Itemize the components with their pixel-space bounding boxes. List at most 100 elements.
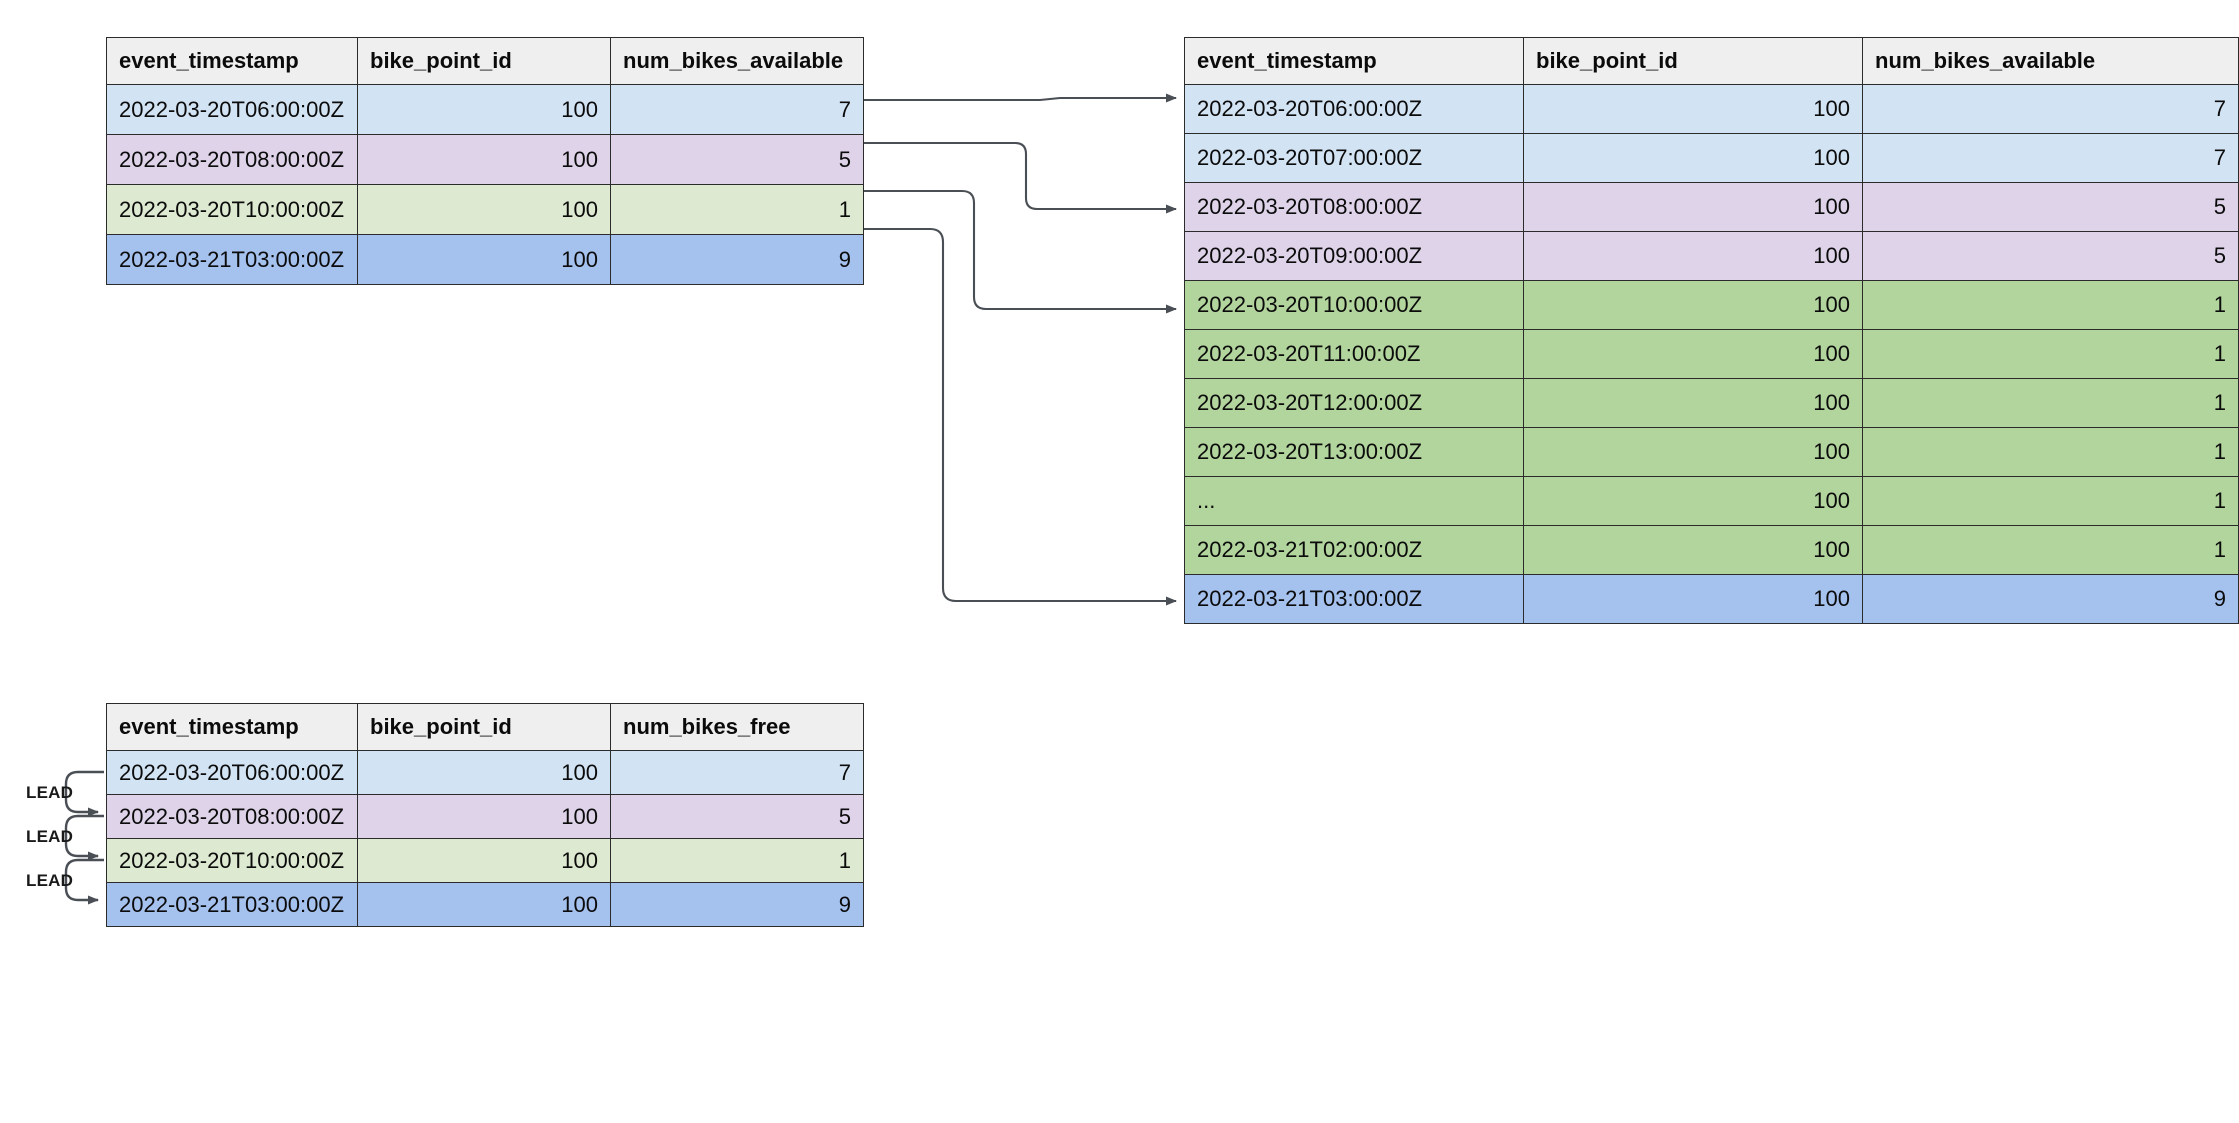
- cell-bike-point-id: 100: [1523, 476, 1863, 526]
- cell-event-timestamp: 2022-03-20T11:00:00Z: [1184, 329, 1524, 379]
- cell-num-bikes-available: 1: [1862, 329, 2239, 379]
- expanded-table: event_timestamp bike_point_id num_bikes_…: [1184, 37, 2239, 624]
- cell-event-timestamp: 2022-03-20T10:00:00Z: [106, 184, 358, 235]
- cell-event-timestamp: 2022-03-20T10:00:00Z: [106, 838, 358, 883]
- cell-bike-point-id: 100: [1523, 84, 1863, 134]
- cell-bike-point-id: 100: [1523, 329, 1863, 379]
- cell-event-timestamp: 2022-03-21T03:00:00Z: [106, 234, 358, 285]
- source-table: event_timestamp bike_point_id num_bikes_…: [106, 37, 864, 285]
- cell-event-timestamp: 2022-03-20T13:00:00Z: [1184, 427, 1524, 477]
- cell-event-timestamp: 2022-03-21T03:00:00Z: [106, 882, 358, 927]
- column-header-event-timestamp: event_timestamp: [1184, 37, 1524, 85]
- column-header-bike-point-id: bike_point_id: [357, 37, 611, 85]
- cell-bike-point-id: 100: [1523, 280, 1863, 330]
- cell-num-bikes-available: 1: [1862, 476, 2239, 526]
- cell-num-bikes-free: 9: [610, 882, 864, 927]
- cell-bike-point-id: 100: [357, 794, 611, 839]
- column-header-bike-point-id: bike_point_id: [357, 703, 611, 751]
- cell-event-timestamp: 2022-03-20T12:00:00Z: [1184, 378, 1524, 428]
- cell-num-bikes-available: 7: [1862, 133, 2239, 183]
- lead-label-1: LEAD: [26, 783, 74, 802]
- cell-event-timestamp: ...: [1184, 476, 1524, 526]
- lead-label-2: LEAD: [26, 827, 74, 846]
- column-header-event-timestamp: event_timestamp: [106, 37, 358, 85]
- cell-bike-point-id: 100: [1523, 133, 1863, 183]
- cell-num-bikes-available: 5: [610, 134, 864, 185]
- cell-event-timestamp: 2022-03-20T06:00:00Z: [1184, 84, 1524, 134]
- cell-bike-point-id: 100: [1523, 182, 1863, 232]
- column-header-num-bikes-available: num_bikes_available: [610, 37, 864, 85]
- column-header-num-bikes-available: num_bikes_available: [1862, 37, 2239, 85]
- cell-event-timestamp: 2022-03-20T09:00:00Z: [1184, 231, 1524, 281]
- cell-bike-point-id: 100: [357, 838, 611, 883]
- connector-row2: [863, 141, 1177, 214]
- column-header-num-bikes-free: num_bikes_free: [610, 703, 864, 751]
- cell-num-bikes-available: 9: [610, 234, 864, 285]
- lead-table: event_timestamp bike_point_id num_bikes_…: [106, 703, 864, 927]
- cell-num-bikes-free: 1: [610, 838, 864, 883]
- column-header-bike-point-id: bike_point_id: [1523, 37, 1863, 85]
- cell-bike-point-id: 100: [1523, 574, 1863, 624]
- connector-row4: [863, 227, 1177, 606]
- cell-bike-point-id: 100: [1523, 427, 1863, 477]
- cell-num-bikes-available: 9: [1862, 574, 2239, 624]
- lead-label-3: LEAD: [26, 871, 74, 890]
- cell-num-bikes-available: 1: [610, 184, 864, 235]
- cell-event-timestamp: 2022-03-21T02:00:00Z: [1184, 525, 1524, 575]
- cell-num-bikes-available: 1: [1862, 280, 2239, 330]
- cell-bike-point-id: 100: [1523, 525, 1863, 575]
- cell-event-timestamp: 2022-03-20T08:00:00Z: [1184, 182, 1524, 232]
- cell-event-timestamp: 2022-03-20T08:00:00Z: [106, 794, 358, 839]
- cell-num-bikes-available: 5: [1862, 231, 2239, 281]
- table-header-row: event_timestamp bike_point_id num_bikes_…: [106, 37, 864, 85]
- cell-event-timestamp: 2022-03-21T03:00:00Z: [1184, 574, 1524, 624]
- cell-num-bikes-available: 7: [610, 84, 864, 135]
- table-header-row: event_timestamp bike_point_id num_bikes_…: [106, 703, 864, 751]
- cell-event-timestamp: 2022-03-20T10:00:00Z: [1184, 280, 1524, 330]
- cell-bike-point-id: 100: [357, 134, 611, 185]
- cell-bike-point-id: 100: [357, 234, 611, 285]
- cell-bike-point-id: 100: [1523, 231, 1863, 281]
- column-header-event-timestamp: event_timestamp: [106, 703, 358, 751]
- cell-num-bikes-available: 1: [1862, 525, 2239, 575]
- cell-num-bikes-available: 5: [1862, 182, 2239, 232]
- cell-bike-point-id: 100: [1523, 378, 1863, 428]
- table-header-row: event_timestamp bike_point_id num_bikes_…: [1184, 37, 2239, 85]
- cell-event-timestamp: 2022-03-20T08:00:00Z: [106, 134, 358, 185]
- cell-num-bikes-free: 5: [610, 794, 864, 839]
- cell-bike-point-id: 100: [357, 882, 611, 927]
- cell-num-bikes-free: 7: [610, 750, 864, 795]
- cell-bike-point-id: 100: [357, 184, 611, 235]
- cell-num-bikes-available: 7: [1862, 84, 2239, 134]
- cell-bike-point-id: 100: [357, 84, 611, 135]
- cell-event-timestamp: 2022-03-20T06:00:00Z: [106, 84, 358, 135]
- connector-row1: [863, 93, 1177, 103]
- cell-event-timestamp: 2022-03-20T07:00:00Z: [1184, 133, 1524, 183]
- cell-num-bikes-available: 1: [1862, 427, 2239, 477]
- cell-num-bikes-available: 1: [1862, 378, 2239, 428]
- cell-event-timestamp: 2022-03-20T06:00:00Z: [106, 750, 358, 795]
